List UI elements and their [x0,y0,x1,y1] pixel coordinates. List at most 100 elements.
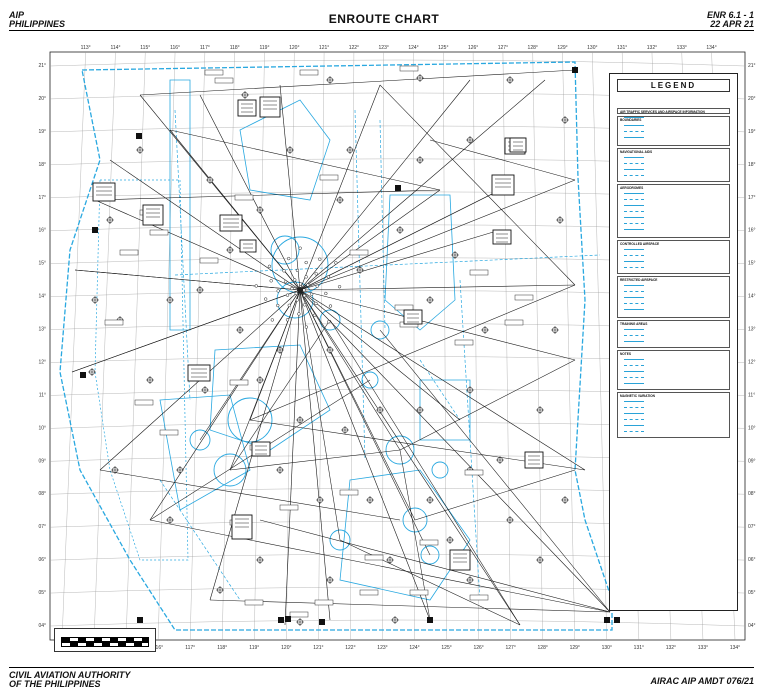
chart-neatline [49,51,746,641]
ctr-circle [189,429,211,451]
latitude-label-left: 20° [38,96,46,102]
legend-swatch [624,296,644,298]
legend-symbol-row [624,340,647,343]
ats-route [284,289,301,626]
airway-designator [234,194,254,201]
fix-symbol [451,251,459,259]
meridian [472,51,479,641]
header-aip-label: AIP [9,10,25,20]
legend-swatch [624,284,644,286]
longitude-label-bottom: 126° [473,645,483,651]
legend-symbol-row [624,216,647,219]
scale-bar [54,628,156,652]
airway-designator [134,399,154,406]
legend-symbol-row [624,364,647,367]
meridian [562,51,575,641]
legend-swatch [624,370,644,372]
ats-route [299,289,401,451]
legend-symbol-row [624,228,647,231]
legend-symbol-row [624,370,647,373]
legend-swatch [624,430,644,432]
fix-symbol [286,146,294,154]
fix-symbol [426,296,434,304]
latitude-label-right: 13° [748,327,756,333]
legend-swatch [624,424,644,426]
coordinate-ticks: 113°113°114°114°115°115°116°116°117°117°… [38,45,755,651]
hub-fix [303,303,307,307]
longitude-label-top: 133° [677,45,687,51]
airway-designator [229,379,249,386]
reporting-point-marker [572,67,578,73]
fix-symbol [91,296,99,304]
legend-symbol-row [624,290,647,293]
reporting-point-marker [395,185,401,191]
hub-fix [297,312,301,316]
navaid-fixes [88,74,569,626]
ats-route [299,289,461,421]
tma-sector [159,394,251,511]
ats-route [299,289,576,361]
longitude-label-bottom: 133° [698,645,708,651]
ats-route [429,139,576,181]
fix-symbol [176,466,184,474]
aerodrome-info-box [251,441,271,457]
legend-section-title: NOTES [620,352,631,356]
reporting-point-marker [92,227,98,233]
ats-route [199,94,301,291]
ctr-circle [276,281,314,319]
latitude-label-left: 19° [38,129,46,135]
legend-symbol-row [624,376,647,379]
longitude-label-bottom: 128° [538,645,548,651]
legend-swatch [624,168,644,170]
hub-fix [285,318,290,322]
airway-designator [214,77,234,84]
fix-symbol [386,556,394,564]
legend-symbol-row [624,204,647,207]
hub-fix [269,279,273,283]
reporting-point-marker [604,617,610,623]
fix-symbol [166,296,174,304]
airway-designator [349,249,369,256]
longitude-label-bottom: 120° [281,645,291,651]
hub-fix [309,292,314,296]
legend-symbol-row [624,400,647,403]
longitude-label-top: 121° [319,45,329,51]
hub-fix [282,269,286,273]
longitude-label-top: 126° [468,45,478,51]
airway-designator [504,319,524,326]
hub-fix [304,260,308,265]
ats-route [259,519,611,613]
aerodrome-info-box [509,137,527,153]
longitude-label-bottom: 119° [249,645,259,651]
legend-swatch [624,400,644,402]
fix-symbol [206,176,214,184]
longitude-label-top: 131° [617,45,627,51]
legend-swatch [624,382,644,384]
header-country: PHILIPPINES [9,19,66,29]
ctr-circle [420,545,440,565]
ats-route [109,159,301,291]
meridian [413,51,415,641]
ats-route [279,84,301,291]
legend-section: CONTROLLED AIRSPACE [617,240,730,274]
airway-designator [204,69,224,76]
ats-route [229,319,331,471]
legend-symbol-row [624,424,647,427]
airway-designator [364,554,384,561]
hub-fix [314,272,318,276]
fix-symbol [336,196,344,204]
longitude-label-top: 116° [170,45,180,51]
airway-designator [104,319,124,326]
latitude-label-right: 16° [748,228,756,234]
ats-route [169,129,301,291]
airway-designator [199,257,219,264]
legend-section: AIR TRAFFIC SERVICES AND AIRSPACE INFORM… [617,108,730,118]
legend-swatch [624,216,644,218]
hub-fix [287,303,291,307]
fix-symbol [506,516,514,524]
ctr-circle [402,507,428,533]
ats-route [299,284,576,291]
fix-symbol [106,216,114,224]
ats-routes [71,69,611,626]
fix-symbol [166,516,174,524]
